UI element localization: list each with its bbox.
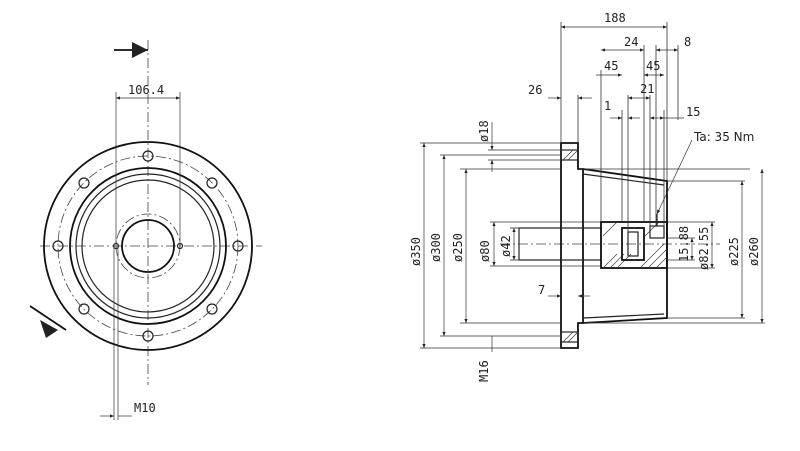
dim-8: 8	[684, 35, 691, 49]
dim-m16: M16	[477, 360, 491, 382]
coupling-hub	[600, 221, 668, 269]
dim-15-88: 15.88	[677, 226, 691, 262]
dim-300: ø300	[429, 233, 443, 262]
dim-45-right: 45	[646, 59, 660, 73]
dim-m10: M10	[134, 401, 156, 415]
dim-42: ø42	[499, 235, 513, 257]
flange-plate	[560, 142, 584, 349]
torque-note: Ta: 35 Nm	[693, 130, 754, 144]
center-bore	[121, 219, 175, 273]
section-arrow-top	[114, 42, 148, 58]
dim-45-left: 45	[604, 59, 618, 73]
dim-106-4: 106.4	[128, 83, 164, 97]
dim-1: 1	[604, 99, 611, 113]
dim-250: ø250	[451, 233, 465, 262]
dim-350: ø350	[409, 237, 423, 266]
dim-260: ø260	[747, 237, 761, 266]
dim-15: 15	[686, 105, 700, 119]
dim-26: 26	[528, 83, 542, 97]
outer-flange-circle	[43, 141, 253, 351]
dim-80: ø80	[478, 240, 492, 262]
dim-225: ø225	[727, 237, 741, 266]
section-view: 188 24 8 45 45 26 21 1 15 7 Ta: 35 Nm	[409, 11, 765, 382]
body-outer-circle	[69, 167, 227, 325]
set-screw	[649, 225, 665, 239]
flange-bolt-holes	[52, 150, 244, 342]
front-view: 106.4 M10	[29, 40, 262, 420]
hub-hatching	[602, 221, 668, 269]
dim-21: 21	[640, 82, 654, 96]
bolt-circle	[57, 155, 239, 337]
conical-body	[582, 168, 668, 324]
dim-82-55: ø82.55	[697, 227, 711, 270]
dim-18: ø18	[477, 120, 491, 142]
body-ring-circle	[75, 173, 221, 319]
body-inner-circle	[81, 179, 215, 313]
coupling-insert	[621, 227, 645, 261]
section-arrow-bottom	[29, 305, 67, 338]
dim-7: 7	[538, 283, 545, 297]
dim-24: 24	[624, 35, 638, 49]
flange-hole-bottom	[560, 331, 579, 343]
dim-188: 188	[604, 11, 626, 25]
